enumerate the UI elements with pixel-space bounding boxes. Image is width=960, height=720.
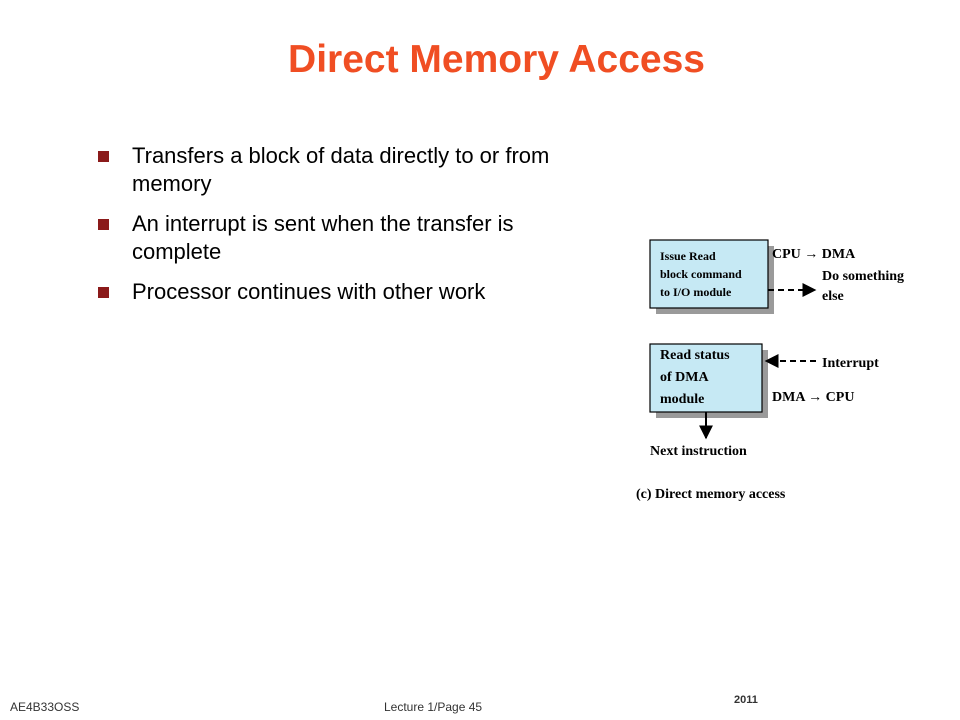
box2-line: module [660, 392, 704, 407]
square-bullet-icon [98, 151, 109, 162]
label-cpu-dma: CPU → DMA [772, 247, 856, 262]
box1-line: to I/O module [660, 285, 732, 299]
bullet-item: An interrupt is sent when the transfer i… [98, 210, 598, 266]
square-bullet-icon [98, 219, 109, 230]
dma-diagram: Issue Read block command to I/O module C… [636, 239, 904, 502]
label-next-instruction: Next instruction [650, 444, 747, 459]
bullet-item: Transfers a block of data directly to or… [98, 142, 598, 198]
bullet-item: Processor continues with other work [98, 278, 598, 306]
footer-page: Lecture 1/Page 45 [384, 700, 483, 714]
box2-line: Read status [660, 348, 730, 363]
box2-line: of DMA [660, 370, 709, 385]
bullet-text: Processor continues with other work [132, 279, 486, 304]
label-interrupt: Interrupt [822, 356, 879, 371]
bullet-list: Transfers a block of data directly to or… [98, 142, 598, 318]
box1-line: block command [660, 267, 742, 281]
box2 [649, 343, 763, 413]
label-do-something: Do something [822, 269, 904, 284]
square-bullet-icon [98, 287, 109, 298]
footer-year: 2011 [734, 694, 758, 706]
bullet-text: An interrupt is sent when the transfer i… [132, 211, 514, 264]
box1-line: Issue Read [660, 249, 716, 263]
box1 [649, 239, 769, 309]
label-dma-cpu: DMA → CPU [772, 390, 854, 405]
label-do-something: else [822, 289, 844, 304]
diagram-caption: (c) Direct memory access [636, 487, 786, 502]
footer-course: AE4B33OSS [10, 700, 80, 714]
bullet-text: Transfers a block of data directly to or… [132, 143, 550, 196]
slide-title: Direct Memory Access [288, 38, 705, 81]
